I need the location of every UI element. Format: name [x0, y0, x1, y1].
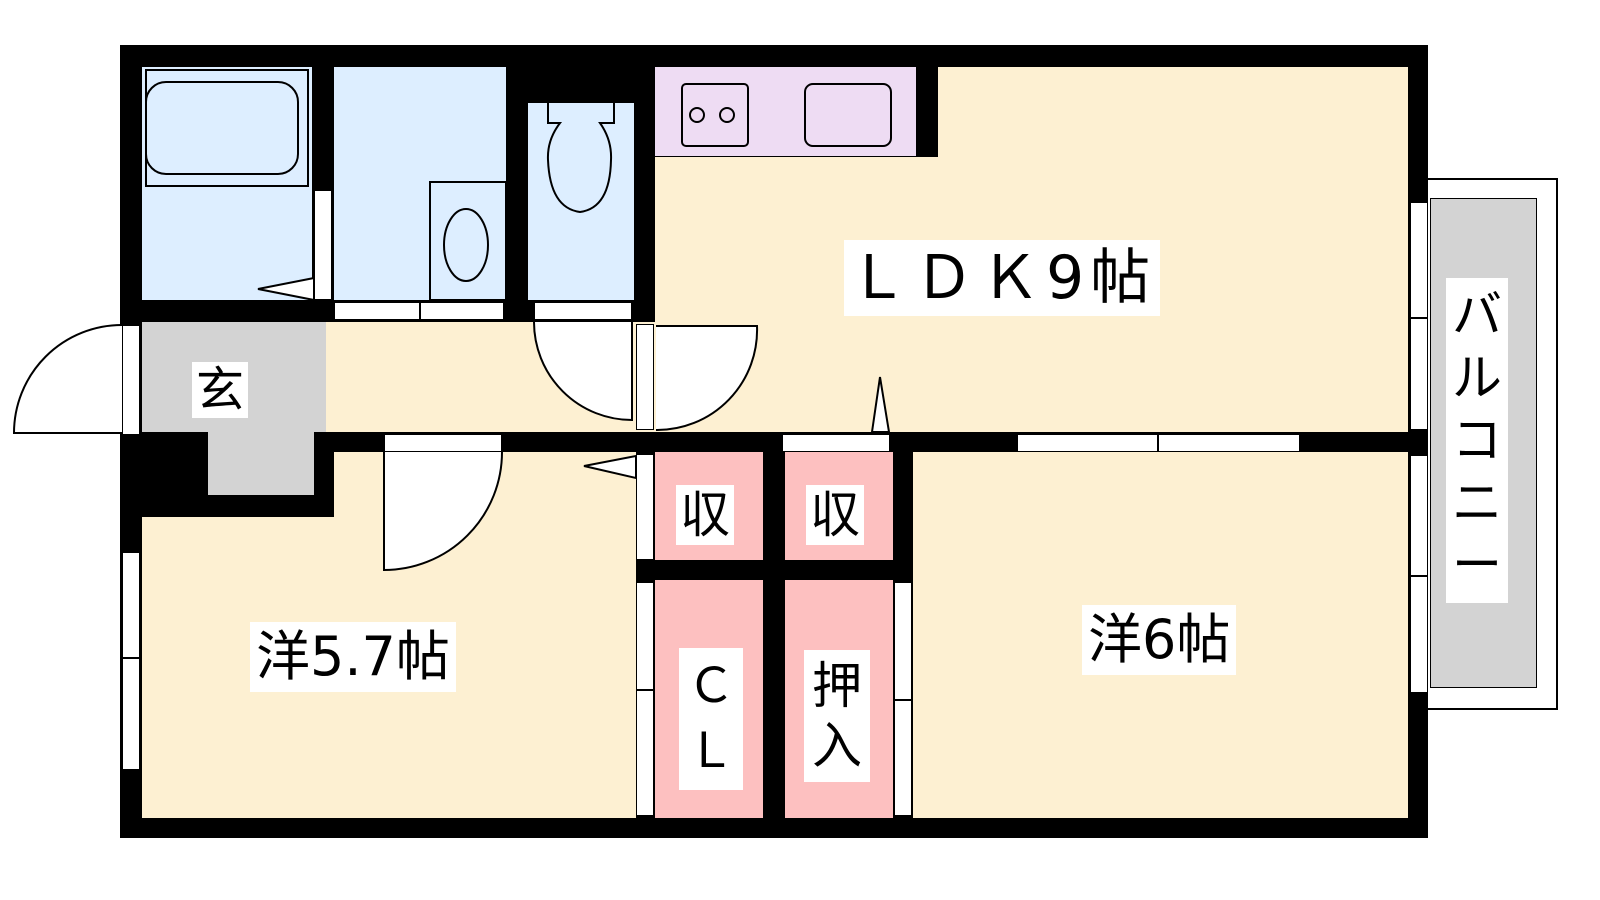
window-west [122, 552, 140, 770]
entrance-floor-lower [208, 430, 314, 495]
bathtub-icon [145, 69, 309, 187]
sink-counter-icon [429, 181, 507, 301]
burner-icon [719, 107, 735, 123]
toilet-room [528, 103, 634, 300]
door-ldk [636, 324, 654, 430]
arrow-bath [257, 276, 315, 302]
oshiire-label: 押入 [804, 650, 870, 782]
storage-1-label: 収 [676, 485, 734, 545]
toilet-icon [546, 103, 615, 214]
storage-2-label: 収 [806, 485, 864, 545]
door-swing-western [383, 451, 503, 572]
burner-icon [689, 107, 705, 123]
balcony-label: バルコニー [1446, 278, 1508, 603]
bathtub-inner-icon [145, 81, 299, 175]
window-western-right-east [1410, 455, 1428, 693]
door-western-left [384, 434, 502, 452]
door-toilet [534, 302, 632, 320]
door-closet [636, 454, 654, 560]
kitchen-wall [917, 67, 938, 157]
ldk-label: ＬＤＫ9帖 [844, 240, 1161, 316]
arrow-ldk [870, 376, 891, 433]
door-swing-entrance [12, 324, 123, 434]
door-washroom [314, 190, 332, 300]
kitchen-sink-icon [804, 83, 892, 147]
stove-icon [681, 83, 749, 147]
kitchen-counter [655, 67, 917, 157]
door-swing-toilet [533, 321, 633, 422]
washbasin-icon [443, 208, 489, 282]
door-storage [782, 434, 890, 452]
western-left-label: 洋5.7帖 [250, 622, 456, 692]
closet-label: ＣＬ [679, 648, 743, 790]
arrow-closet [583, 454, 637, 480]
entrance-label: 玄 [192, 362, 249, 418]
western-right-label: 洋6帖 [1082, 605, 1237, 675]
window-entrance [122, 325, 140, 435]
window-ldk-east [1410, 202, 1428, 430]
washroom [334, 67, 506, 300]
door-swing-ldk [655, 325, 759, 432]
sliding-door-closet [636, 582, 654, 816]
